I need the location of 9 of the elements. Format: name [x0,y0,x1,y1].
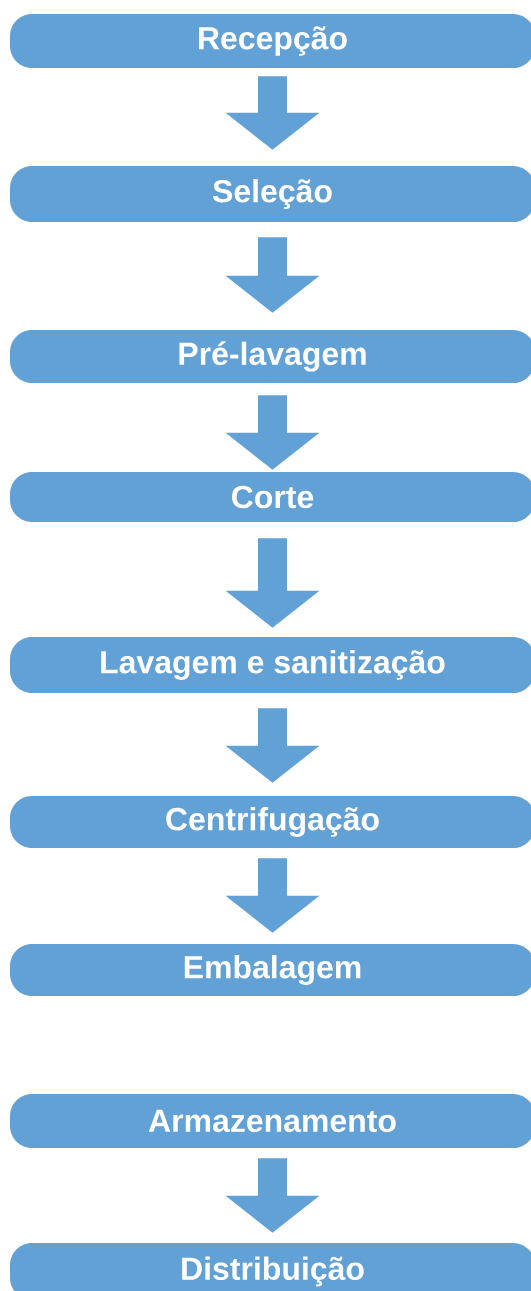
process-box: Pré-lavagem [10,330,531,383]
process-box: Centrifugação [10,796,531,848]
process-box: Corte [10,472,531,522]
process-box: Embalagem [10,944,531,996]
process-box: Recepção [10,14,531,68]
process-box: Seleção [10,166,531,222]
process-box: Lavagem e sanitização [10,637,531,693]
process-box: Armazenamento [10,1094,531,1148]
process-box: Distribuição [10,1243,531,1291]
